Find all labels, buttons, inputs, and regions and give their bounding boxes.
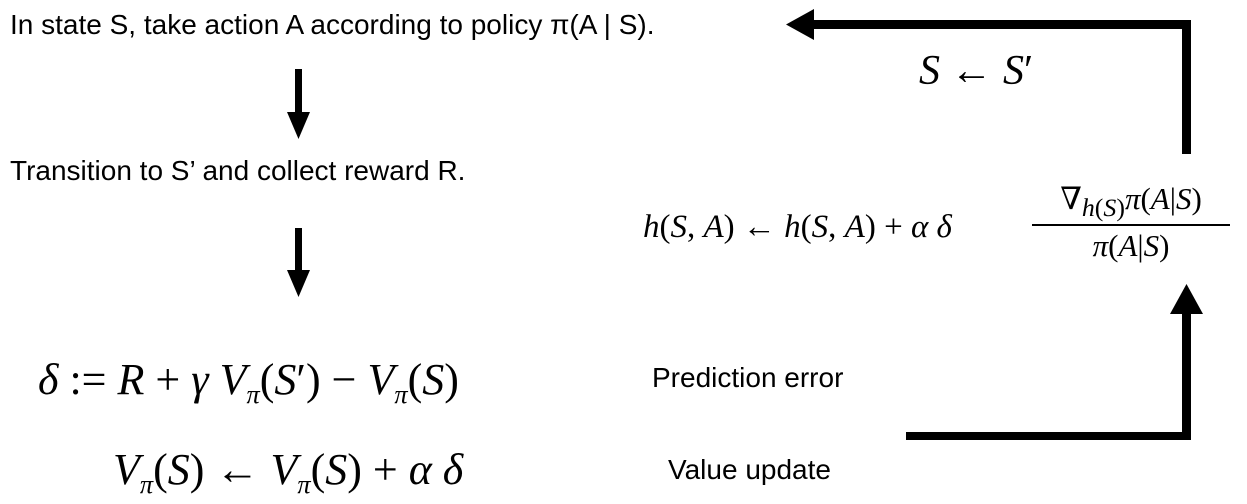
prediction-error-label: Prediction error [652, 362, 844, 393]
step-transition: Transition to S’ and collect reward R. [10, 155, 466, 186]
fraction-bar [1032, 224, 1230, 227]
step-take-action: In state S, take action A according to p… [10, 9, 655, 40]
value-update-equation: Vπ(S) ← Vπ(S) + α δ [113, 445, 464, 500]
preference-update-lhs: h(S, A) ← h(S, A) + α δ [643, 209, 952, 245]
state-update-equation: S ← S′ [919, 48, 1034, 94]
loop-arrow-up [906, 284, 1203, 440]
prediction-error-equation: δ := R + γ Vπ(S′) − Vπ(S) [38, 355, 459, 410]
fraction-numerator: ∇h(S)π(A|S) [1060, 181, 1202, 223]
loop-arrow-back [786, 9, 1191, 154]
down-arrow-2 [287, 228, 310, 297]
preference-update-fraction: ∇h(S)π(A|S) π(A|S) [1032, 181, 1230, 264]
fraction-denominator: π(A|S) [1092, 228, 1170, 264]
value-update-label: Value update [668, 454, 831, 485]
down-arrow-1 [287, 69, 310, 139]
